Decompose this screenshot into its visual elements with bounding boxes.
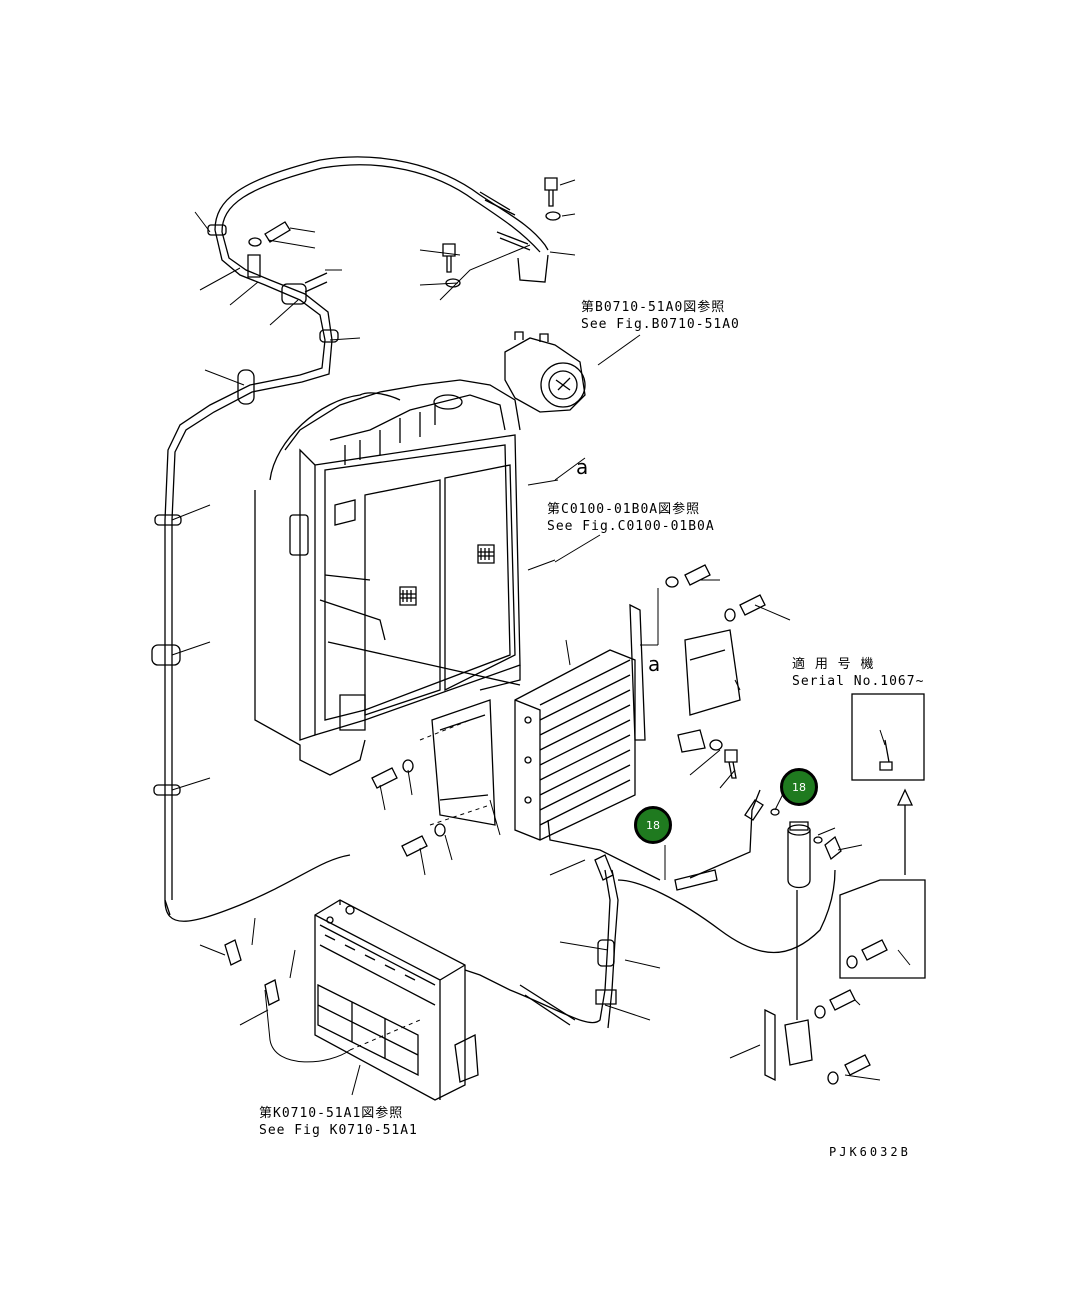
heater-unit	[224, 899, 479, 1101]
radiator-ref-jp: 第C0100-01B0A図参照	[547, 502, 701, 517]
leader-lines	[171, 179, 911, 1081]
small-marks	[349, 719, 491, 1051]
drawing-code: PJK6032B	[829, 1145, 911, 1159]
serial-label-en: Serial No.1067~	[792, 674, 925, 689]
radiator-bracket	[431, 699, 496, 826]
bolts	[248, 177, 893, 1085]
compressor	[504, 331, 641, 413]
compressor-ref-en: See Fig.B0710-51A0	[581, 317, 740, 332]
serial-label-jp: 適 用 号 機	[792, 657, 875, 672]
lower-hoses	[464, 789, 836, 1029]
receiver-dryer	[744, 799, 842, 1082]
condenser-brackets	[629, 588, 741, 753]
compressor-ref-jp: 第B0710-51A0図参照	[581, 300, 726, 315]
heater-ref-en: See Fig K0710-51A1	[259, 1123, 418, 1138]
upper-fittings	[247, 191, 549, 305]
radiator-assembly	[254, 379, 601, 776]
callout-18-dryer[interactable]: 18	[780, 768, 818, 806]
heater-ref-jp: 第K0710-51A1図参照	[259, 1106, 404, 1121]
condenser	[514, 649, 636, 841]
serial-detail	[839, 693, 926, 979]
upper-hose	[164, 156, 549, 922]
callout-18-hose[interactable]: 18	[634, 806, 672, 844]
detail-letter-a-bracket: a	[648, 652, 661, 676]
radiator-ref-en: See Fig.C0100-01B0A	[547, 519, 715, 534]
hose-clamps	[151, 224, 339, 796]
detail-letter-a-radiator: a	[576, 455, 589, 479]
